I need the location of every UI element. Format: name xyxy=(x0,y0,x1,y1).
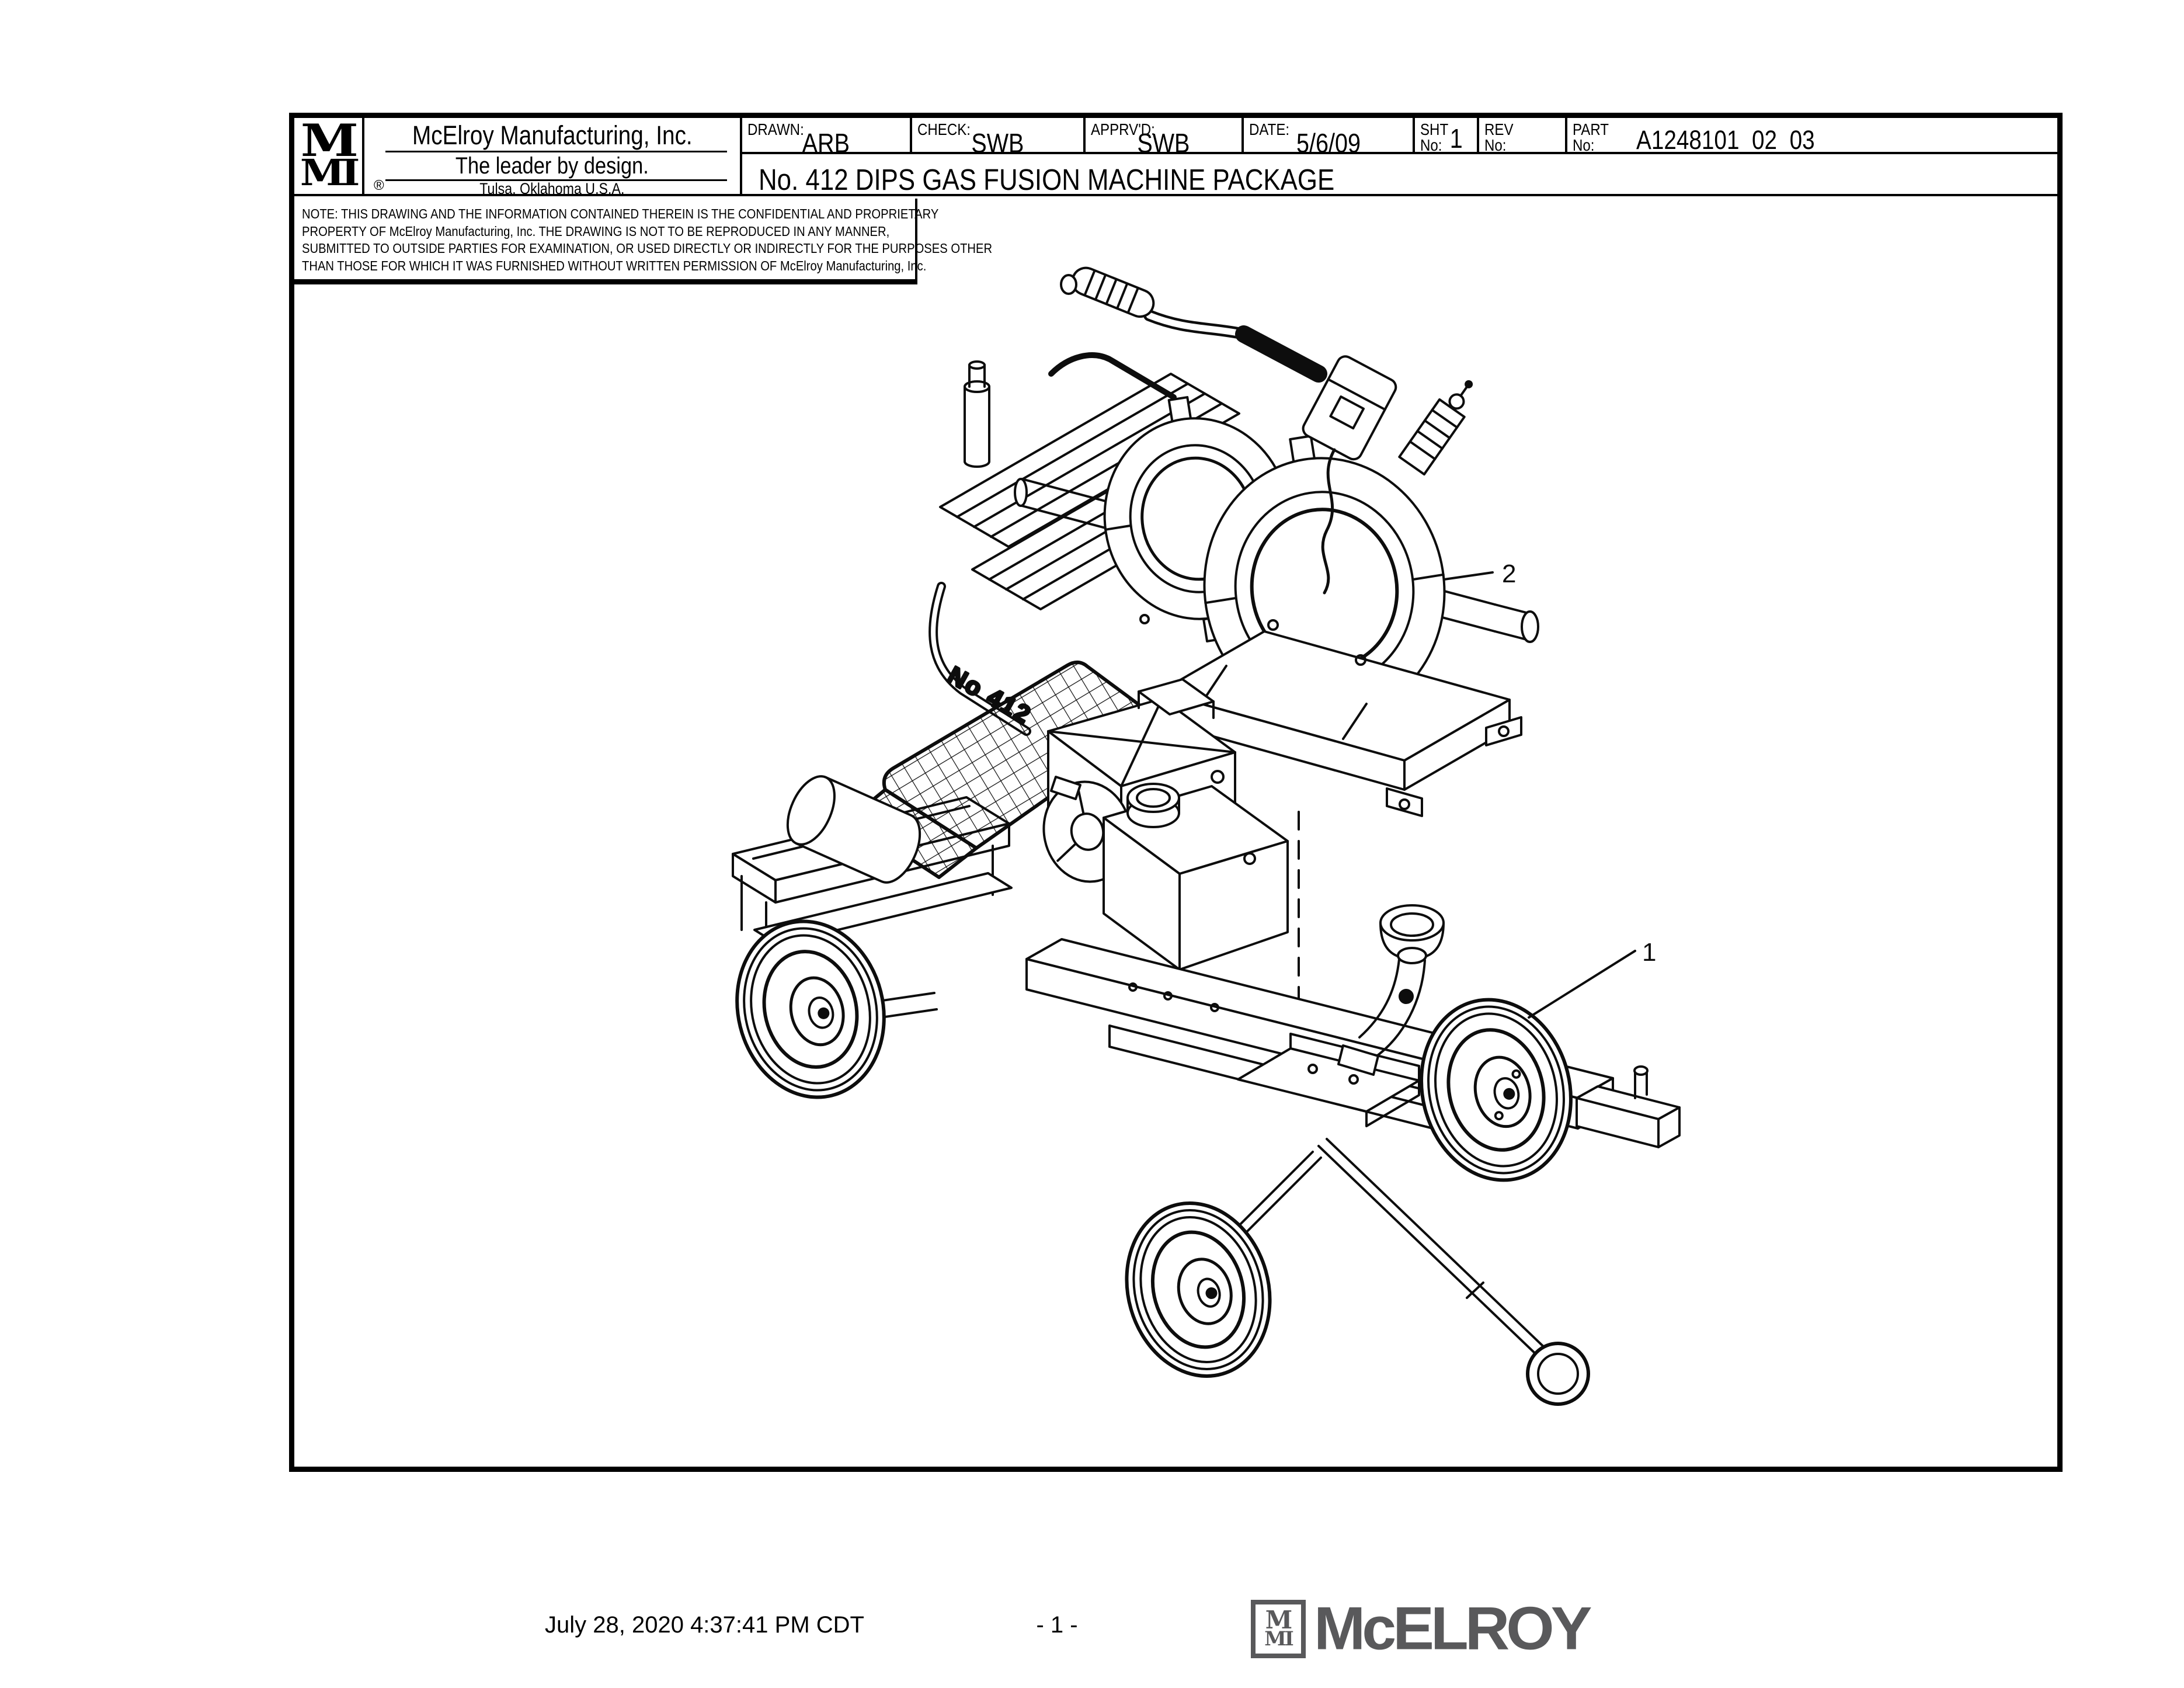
logo-mark-mi: MI xyxy=(1264,1627,1294,1651)
divider xyxy=(385,151,727,152)
machine-base xyxy=(1148,630,1522,817)
pipe-stand xyxy=(1337,904,1445,1076)
field-label: PART xyxy=(1573,120,1609,138)
note-line: PROPERTY OF McElroy Manufacturing, Inc. … xyxy=(302,223,890,239)
mcelroy-footer-logo-mark: M MI xyxy=(1251,1599,1306,1658)
logo-mark-mi: MI xyxy=(300,151,360,194)
callout-1: 1 xyxy=(1528,938,1656,1019)
field-value: ARB xyxy=(802,128,850,158)
valve-assembly xyxy=(1398,380,1473,476)
field-label: No: xyxy=(1573,136,1595,154)
field-part-number: PART No: A1248101_02_03 xyxy=(1567,118,2057,155)
note-line: THAN THOSE FOR WHICH IT WAS FURNISHED WI… xyxy=(302,258,927,273)
fuel-tank xyxy=(1103,783,1289,971)
field-value: A1248101_02_03 xyxy=(1636,125,1815,155)
field-label: CHECK: xyxy=(917,120,971,138)
callout-2: 2 xyxy=(1443,560,1516,588)
machine-mount-plate xyxy=(1237,1033,1420,1127)
field-approved: APPRV'D: SWB xyxy=(1086,118,1244,158)
field-label: DRAWN: xyxy=(747,120,804,138)
field-date: DATE: 5/6/09 xyxy=(1244,118,1415,158)
drawing-title: No. 412 DIPS GAS FUSION MACHINE PACKAGE xyxy=(759,163,1335,196)
field-rev-number: REV No: xyxy=(1479,118,1567,154)
tow-bar xyxy=(1317,1138,1590,1406)
field-value: SWB xyxy=(1137,128,1190,158)
note-line: NOTE: THIS DRAWING AND THE INFORMATION C… xyxy=(302,206,939,221)
divider xyxy=(385,179,727,181)
fuel-cap xyxy=(1126,783,1180,828)
field-label: REV xyxy=(1484,120,1514,138)
company-name: McElroy Manufacturing, Inc. xyxy=(412,120,693,150)
field-label: SHT xyxy=(1420,120,1449,138)
print-timestamp: July 28, 2020 4:37:41 PM CDT xyxy=(545,1612,864,1638)
callout-2-label: 2 xyxy=(1502,560,1516,588)
note-line: SUBMITTED TO OUTSIDE PARTIES FOR EXAMINA… xyxy=(302,241,993,256)
field-check: CHECK: SWB xyxy=(912,118,1086,158)
wheel-left xyxy=(735,919,886,1099)
field-value: SWB xyxy=(971,128,1024,158)
callout-1-label: 1 xyxy=(1642,938,1656,967)
handlebar xyxy=(1060,266,1327,383)
field-label: DATE: xyxy=(1249,120,1290,138)
field-label: No: xyxy=(1484,136,1507,154)
field-label: APPRV'D: xyxy=(1091,120,1155,138)
mcelroy-footer-logo-text: McELROY xyxy=(1314,1595,1592,1662)
company-tagline: The leader by design. xyxy=(455,153,649,179)
hitch-head xyxy=(1576,1065,1681,1148)
field-value: 1 xyxy=(1449,123,1463,154)
page-number: - 1 - xyxy=(1036,1612,1078,1638)
field-sheet-number: SHT No: 1 xyxy=(1415,118,1479,154)
field-label: No: xyxy=(1420,136,1442,154)
mcelroy-logo: M MI xyxy=(294,118,364,196)
registered-trademark-icon: ® xyxy=(374,178,384,193)
field-value: 5/6/09 xyxy=(1296,128,1361,158)
fusion-machine-illustration: No 412 xyxy=(928,266,1539,817)
company-block: McElroy Manufacturing, Inc. The leader b… xyxy=(364,118,742,197)
control-cable xyxy=(1321,448,1336,595)
logo-mark-m: M xyxy=(300,114,359,166)
wheel-front xyxy=(1125,1201,1272,1378)
clamp-post xyxy=(964,360,990,468)
field-drawn: DRAWN: ARB xyxy=(742,118,912,158)
wheel-right xyxy=(1420,998,1573,1182)
proprietary-note: NOTE: THIS DRAWING AND THE INFORMATION C… xyxy=(294,199,993,284)
mcelroy-footer-logo: M MI McELROY xyxy=(1251,1593,1592,1664)
isometric-illustration: No 412 xyxy=(732,266,1681,1406)
controller-box xyxy=(1302,355,1397,461)
logo-mark-m: M xyxy=(1265,1605,1292,1634)
cart-illustration xyxy=(732,661,1681,1406)
company-location: Tulsa, Oklahoma U.S.A. xyxy=(479,180,625,197)
pipe-roller xyxy=(786,775,921,884)
drawing-title-row: No. 412 DIPS GAS FUSION MACHINE PACKAGE xyxy=(742,157,2057,196)
